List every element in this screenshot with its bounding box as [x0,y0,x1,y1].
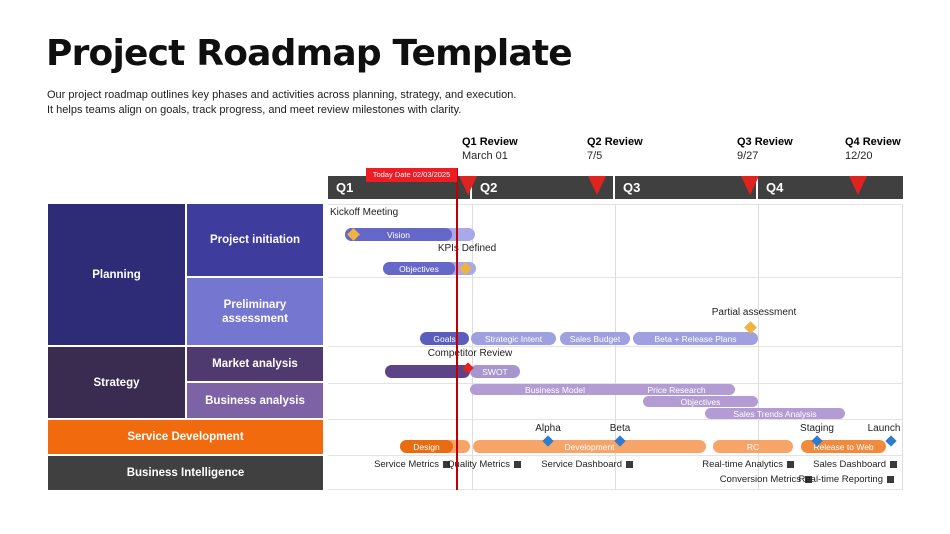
sidebar-block-business-intelligence[interactable]: Business Intelligence [48,456,323,490]
grid-hline [328,489,903,490]
task-bar-sales-trends-analysis[interactable]: Sales Trends Analysis [705,408,845,419]
task-bar-objectives[interactable]: Objectives [383,262,455,275]
sidebar-block-strategy[interactable]: Strategy [48,347,185,418]
task-bar-swot[interactable]: SWOT [470,365,520,378]
task-bar-design[interactable]: Design [400,440,453,453]
bi-item-real-time-reporting: Real-time Reporting [799,474,894,485]
beta-label: Beta [609,423,631,434]
page-title: Project Roadmap Template [46,33,573,74]
bi-item-service-dashboard: Service Dashboard [541,459,633,470]
task-bar-business-model[interactable]: Business Model [470,384,640,395]
sidebar-block-project-initiation[interactable]: Project initiation [187,204,323,276]
grid-vline [472,204,473,490]
page-title-primary: Project Roadmap [46,33,382,74]
bi-item-label: Service Metrics [374,459,439,470]
competitor-review-label: Competitor Review [427,348,513,359]
bi-milestone-square-icon [514,461,521,468]
launch-milestone[interactable] [885,435,897,447]
today-date-flag[interactable]: Today Date 02/03/2025 [366,168,457,182]
bi-item-label: Quality Metrics [447,459,510,470]
grid-hline [328,383,903,384]
bi-milestone-square-icon [787,461,794,468]
grid-hline [328,455,903,456]
page-subtitle-line2: It helps teams align on goals, track pro… [47,103,462,116]
grid-hline [328,419,903,420]
sidebar-block-business-analysis[interactable]: Business analysis [187,383,323,418]
task-bar-ba-objectives[interactable]: Objectives [643,396,758,407]
bi-item-sales-dashboard: Sales Dashboard [813,459,897,470]
review-marker-icon[interactable] [588,176,606,195]
bi-milestone-square-icon [626,461,633,468]
staging-label: Staging [800,423,834,434]
bi-milestone-square-icon [890,461,897,468]
task-bar-competitor-review-bar[interactable] [385,365,470,378]
task-bar-goals[interactable]: Goals [420,332,469,345]
bi-milestone-square-icon [887,476,894,483]
page-subtitle-line1: Our project roadmap outlines key phases … [47,89,517,101]
sidebar-block-service-development[interactable]: Service Development [48,420,323,454]
quarter-band-q3[interactable]: Q3 [615,176,756,199]
grid-hline [328,204,903,205]
grid-hline [328,346,903,347]
bi-item-label: Real-time Analytics [702,459,783,470]
task-bar-strategic-intent[interactable]: Strategic Intent [471,332,556,345]
review-date: 7/5 [587,150,603,162]
review-date: 12/20 [845,150,873,162]
review-marker-icon[interactable] [741,176,759,195]
page-subtitle: Our project roadmap outlines key phases … [47,88,516,117]
grid-vline [902,204,903,490]
task-bar-vision[interactable]: Vision [345,228,452,241]
review-marker-icon[interactable] [459,176,477,195]
review-title: Q3 Review [737,136,793,148]
grid-vline [758,204,759,490]
today-line [456,168,458,490]
review-date: 9/27 [737,150,759,162]
task-bar-price-research[interactable]: Price Research [618,384,735,395]
task-bar-release-to-web[interactable]: Release to Web [801,440,886,453]
kpis-defined-label: KPIs Defined [437,243,497,254]
quarter-band-q2[interactable]: Q2 [472,176,613,199]
review-title: Q2 Review [587,136,643,148]
task-bar-rc[interactable]: RC [713,440,793,453]
task-bar-sales-budget[interactable]: Sales Budget [560,332,630,345]
grid-vline [615,204,616,490]
bi-item-label: Service Dashboard [541,459,622,470]
review-date: March 01 [462,150,508,162]
bi-item-conversion-metrics: Conversion Metrics [720,474,812,485]
bi-item-service-metrics: Service Metrics [374,459,450,470]
sidebar-block-market-analysis[interactable]: Market analysis [187,347,323,381]
bi-milestone-square-icon [443,461,450,468]
bi-item-label: Sales Dashboard [813,459,886,470]
partial-assessment-label: Partial assessment [711,307,797,318]
review-title: Q4 Review [845,136,901,148]
task-bar-beta-release-plans[interactable]: Beta + Release Plans [633,332,758,345]
grid-hline [328,277,903,278]
alpha-label: Alpha [535,423,561,434]
sidebar-block-planning[interactable]: Planning [48,204,185,345]
quarter-band-q4[interactable]: Q4 [758,176,903,199]
bi-item-quality-metrics: Quality Metrics [447,459,521,470]
review-title: Q1 Review [462,136,518,148]
bi-item-real-time-analytics: Real-time Analytics [702,459,794,470]
review-marker-icon[interactable] [849,176,867,195]
page-title-secondary: Template [380,33,573,74]
launch-label: Launch [867,423,901,434]
task-bar-development[interactable]: Development [473,440,706,453]
sidebar-block-preliminary-assessment[interactable]: Preliminary assessment [187,278,323,345]
kickoff-meeting-label: Kickoff Meeting [330,207,399,218]
bi-item-label: Conversion Metrics [719,474,801,485]
bi-item-label: Real-time Reporting [798,474,883,485]
bi-milestone-square-icon [805,476,812,483]
